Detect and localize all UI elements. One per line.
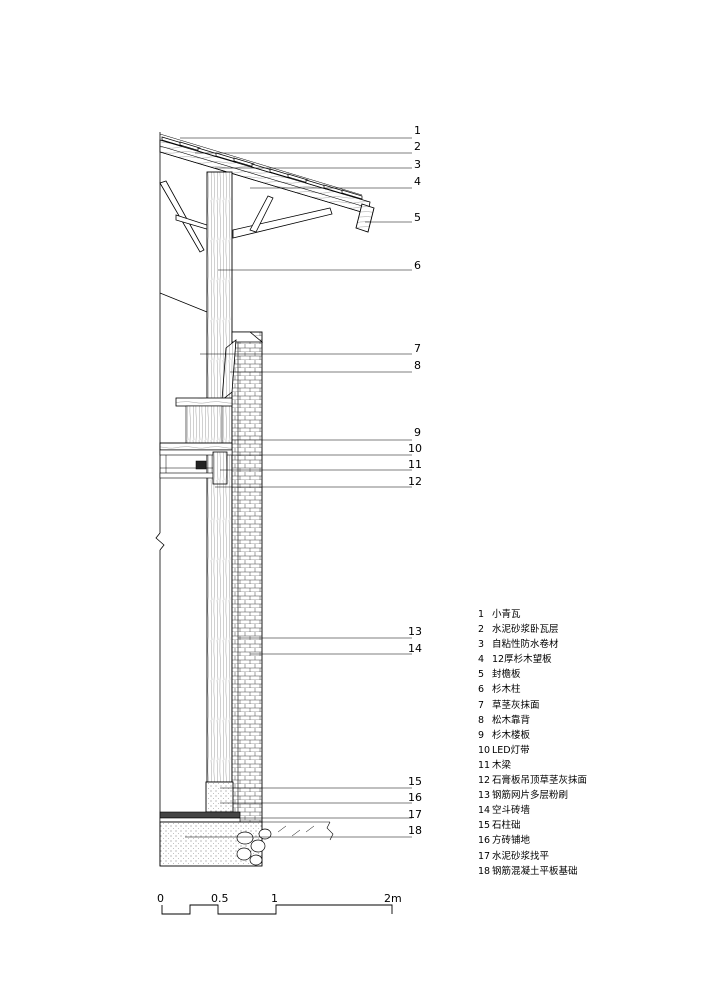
legend-item: 4 12厚杉木望板 (478, 652, 698, 667)
callout-9: 9 (414, 426, 421, 439)
callout-5: 5 (414, 211, 421, 224)
square-brick-paving (159, 811, 241, 819)
materials-legend: 1 小青瓦 2 水泥砂浆卧瓦层 3 自粘性防水卷材 4 12厚杉木望板 5 封檐板 6 杉木… (478, 607, 698, 879)
leader-lines (180, 137, 412, 838)
section-cut-line (155, 132, 165, 866)
legend-item: 2 水泥砂浆卧瓦层 (478, 622, 698, 637)
legend-text: 自粘性防水卷材 (492, 639, 559, 651)
callout-16: 16 (408, 791, 422, 804)
scale-label-0-5: 0.5 (211, 892, 229, 905)
legend-number: 15 (478, 820, 491, 832)
fir-floor-slab (159, 442, 233, 485)
legend-number: 8 (478, 714, 485, 726)
legend-text: 12厚杉木望板 (492, 654, 552, 666)
legend-number: 9 (478, 729, 485, 741)
legend-number: 5 (478, 669, 485, 681)
callout-13: 13 (408, 625, 422, 638)
legend-item: 3 自粘性防水卷材 (478, 637, 698, 652)
callout-3: 3 (414, 158, 421, 171)
legend-text: 松木靠背 (492, 714, 531, 726)
legend-item: 7 草茎灰抹面 (478, 698, 698, 713)
legend-item: 6 杉木柱 (478, 682, 698, 697)
callout-18: 18 (408, 824, 422, 837)
legend-item: 8 松木靠背 (478, 713, 698, 728)
legend-number: 10 (478, 744, 491, 756)
legend-text: LED灯带 (492, 744, 530, 756)
legend-text: 钢筋网片多层粉刷 (492, 790, 569, 802)
callout-11: 11 (408, 458, 422, 471)
legend-number: 13 (478, 790, 491, 802)
interior-ceiling-line (159, 292, 208, 313)
floor-and-foundation (159, 781, 334, 867)
legend-text: 草茎灰抹面 (492, 699, 540, 711)
callout-15: 15 (408, 775, 422, 788)
legend-number: 2 (478, 624, 485, 636)
legend-number: 16 (478, 835, 491, 847)
legend-text: 水泥砂浆卧瓦层 (492, 624, 559, 636)
roof-assembly (159, 133, 375, 233)
legend-text: 空斗砖墙 (492, 805, 531, 817)
legend-text: 小青瓦 (492, 609, 521, 620)
legend-number: 14 (478, 805, 491, 817)
pine-backrest (175, 339, 237, 445)
legend-text: 石膏板吊顶草茎灰抹面 (492, 775, 588, 787)
legend-number: 3 (478, 639, 485, 651)
callout-8: 8 (414, 359, 421, 372)
legend-number: 12 (478, 775, 491, 787)
scale-bar: 0 0.5 1 2m (157, 892, 402, 915)
brick-wall (231, 331, 263, 823)
legend-item: 9 杉木楼板 (478, 728, 698, 743)
timber-beam (212, 451, 228, 485)
callout-2: 2 (414, 140, 421, 153)
led-strip (195, 460, 207, 470)
legend-text: 钢筋混凝土平板基础 (492, 865, 578, 877)
legend-item: 1 小青瓦 (478, 607, 698, 622)
legend-number: 6 (478, 684, 485, 696)
legend-item: 5 封檐板 (478, 667, 698, 682)
cement-leveling (159, 817, 241, 823)
legend-text: 杉木楼板 (492, 729, 531, 741)
rubble-stones (236, 828, 272, 866)
legend-text: 木梁 (492, 759, 512, 771)
callout-1: 1 (414, 124, 421, 137)
legend-number: 4 (478, 654, 485, 666)
legend-number: 17 (478, 850, 491, 862)
scale-label-0: 0 (157, 892, 164, 905)
callout-12: 12 (408, 475, 422, 488)
legend-text: 方砖铺地 (492, 835, 531, 847)
callout-numbers: 1 2 3 4 5 6 7 8 9 10 11 12 13 14 15 16 1… (408, 124, 422, 837)
callout-17: 17 (408, 808, 422, 821)
legend-text: 杉木柱 (492, 684, 521, 696)
stone-column-base (205, 781, 234, 813)
callout-6: 6 (414, 259, 421, 272)
legend-number: 1 (478, 609, 485, 620)
legend-number: 18 (478, 865, 491, 877)
legend-text: 水泥砂浆找平 (492, 850, 550, 862)
legend-number: 11 (478, 759, 491, 771)
roof-tiles (161, 136, 363, 200)
scale-label-1: 1 (271, 892, 278, 905)
callout-14: 14 (408, 642, 422, 655)
callout-10: 10 (408, 442, 422, 455)
callout-7: 7 (414, 342, 421, 355)
legend-text: 封檐板 (492, 669, 521, 681)
legend-text: 石柱础 (492, 820, 521, 832)
roof-braces (159, 180, 333, 253)
scale-label-2m: 2m (384, 892, 402, 905)
callout-4: 4 (414, 175, 421, 188)
legend-number: 7 (478, 699, 485, 711)
